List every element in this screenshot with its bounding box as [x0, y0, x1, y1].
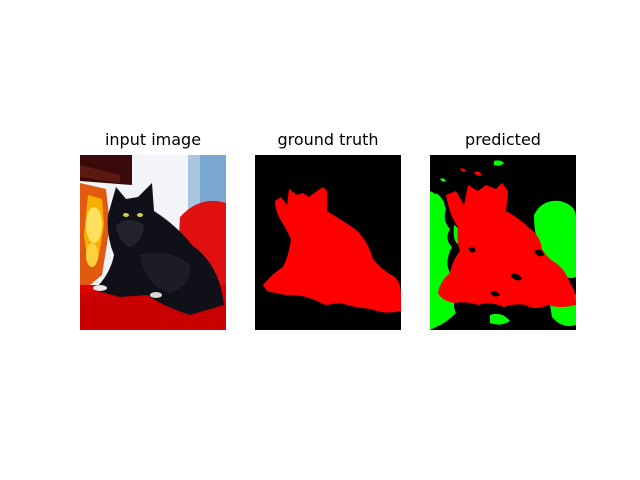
panel-title-ground-truth: ground truth [277, 130, 379, 149]
predicted-mask [430, 155, 576, 330]
panel-title-input-image: input image [104, 130, 202, 149]
ground-truth-mask [255, 155, 401, 330]
input-image [80, 155, 226, 330]
panel-title-predicted: predicted [465, 130, 541, 149]
